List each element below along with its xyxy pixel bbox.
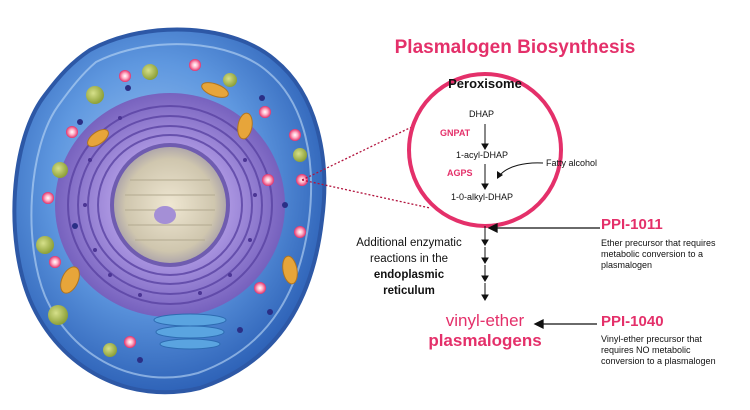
er-step-line-1: Additional enzymatic [356, 237, 462, 249]
ppi-1011-description: Ether precursor that requires metabolic … [601, 238, 716, 271]
ppi-1011-desc-line: metabolic conversion to a [601, 249, 704, 259]
enzyme-gnpat: GNPAT [440, 128, 471, 138]
product-line-2: plasmalogens [428, 331, 542, 350]
step-1-0-alkyl-dhap: 1-0-alkyl-DHAP [451, 192, 514, 202]
ppi-1040-desc-line: conversion to a plasmalogen [601, 356, 716, 366]
er-step-line-4: reticulum [383, 285, 435, 297]
nucleolus [154, 206, 176, 224]
step-dhap: DHAP [469, 109, 495, 119]
enzyme-agps: AGPS [447, 168, 473, 178]
product-line-1: vinyl-ether [445, 311, 525, 330]
ppi-1011-desc-line: Ether precursor that requires [601, 238, 716, 248]
fatty-alcohol-arrow [499, 162, 544, 176]
fatty-alcohol-label: Fatty alcohol [546, 158, 598, 168]
diagram-title: Plasmalogen Biosynthesis [394, 37, 636, 58]
ppi-1011-desc-line: plasmalogen [601, 260, 653, 270]
er-step-text: Additional enzymatic reactions in the en… [345, 235, 473, 299]
ppi-1040-desc-line: requires NO metabolic [601, 345, 691, 355]
nucleus [110, 143, 230, 267]
ppi-1040-description: Vinyl-ether precursor that requires NO m… [601, 334, 716, 367]
er-step-line-2: reactions in the [370, 253, 448, 265]
er-step-line-3: endoplasmic [373, 269, 445, 281]
ppi-1040-label: PPI-1040 [601, 313, 664, 330]
step-1-acyl-dhap: 1-acyl-DHAP [456, 150, 509, 160]
ppi-1011-label: PPI-1011 [601, 216, 663, 233]
peroxisome-label: Peroxisome [448, 76, 522, 91]
ppi-1040-desc-line: Vinyl-ether precursor that [601, 334, 702, 344]
